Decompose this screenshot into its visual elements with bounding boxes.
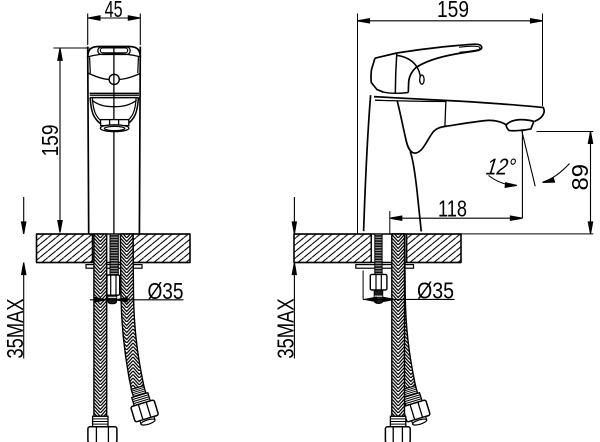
svg-text:Ø35: Ø35: [148, 278, 184, 304]
svg-text:118: 118: [438, 196, 467, 222]
svg-text:35MAX: 35MAX: [2, 299, 28, 359]
svg-text:Ø35: Ø35: [417, 278, 454, 304]
svg-text:35MAX: 35MAX: [273, 298, 299, 359]
svg-text:12°: 12°: [485, 154, 518, 180]
svg-text:45: 45: [105, 0, 123, 22]
svg-text:159: 159: [37, 125, 63, 157]
svg-text:89: 89: [567, 164, 593, 191]
svg-text:159: 159: [437, 0, 469, 22]
